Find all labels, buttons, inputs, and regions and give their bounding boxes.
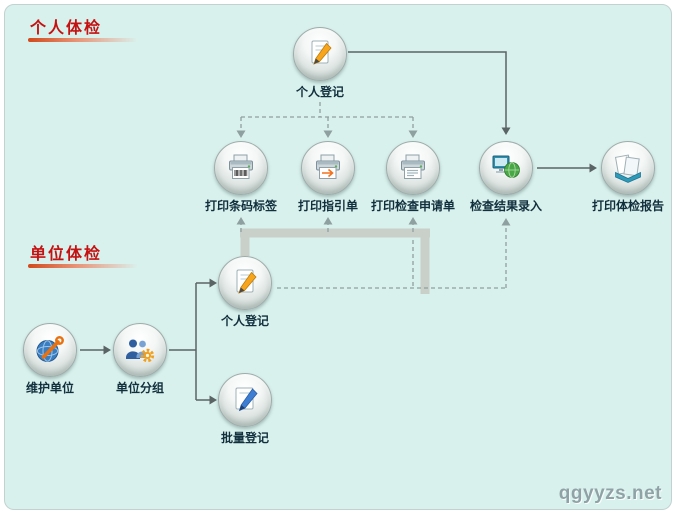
node-print-report: 打印体检报告	[573, 141, 676, 213]
printer-request-icon	[401, 154, 425, 179]
title-underline-unit	[28, 264, 138, 268]
batch-registration-button[interactable]	[218, 373, 272, 427]
pencil-paper-icon	[236, 269, 257, 294]
print-barcode-button[interactable]	[214, 141, 268, 195]
node-label: 打印检查申请单	[370, 199, 455, 213]
section-title-unit: 单位体检	[30, 246, 103, 263]
computer-globe-icon	[492, 155, 520, 178]
globe-wrench-icon	[36, 336, 64, 362]
watermark-text: qgyyzs.net	[558, 483, 662, 504]
node-label: 批量登记	[220, 431, 269, 445]
node-print-guide: 打印指引单	[273, 141, 383, 213]
node-batch-registration: 批量登记	[190, 373, 300, 445]
print-report-button[interactable]	[601, 141, 655, 195]
node-label: 打印条码标签	[204, 199, 277, 213]
printer-barcode-icon	[229, 154, 253, 179]
maintain-unit-button[interactable]	[23, 323, 77, 377]
pencil-paper-icon	[311, 40, 332, 65]
node-personal-registration-bottom: 个人登记	[190, 256, 300, 328]
title-underline-personal	[28, 38, 138, 42]
section-title-personal: 个人体检	[30, 20, 103, 37]
print-guide-button[interactable]	[301, 141, 355, 195]
unit-group-button[interactable]	[113, 323, 167, 377]
node-print-request: 打印检查申请单	[358, 141, 468, 213]
node-label: 打印指引单	[297, 199, 358, 213]
print-request-button[interactable]	[386, 141, 440, 195]
node-label: 维护单位	[25, 381, 74, 395]
node-label: 打印体检报告	[591, 199, 664, 213]
printer-guide-icon	[316, 154, 340, 179]
personal-registration-button[interactable]	[293, 27, 347, 81]
people-gear-icon	[126, 339, 155, 363]
node-print-barcode: 打印条码标签	[186, 141, 296, 213]
report-sheets-icon	[614, 154, 641, 183]
blue-pen-paper-icon	[235, 387, 258, 412]
node-label: 个人登记	[220, 314, 269, 328]
diagram-canvas	[4, 4, 672, 510]
node-personal-registration-top: 个人登记	[265, 27, 375, 99]
node-maintain-unit: 维护单位	[0, 323, 105, 395]
node-label: 个人登记	[295, 85, 344, 99]
result-entry-button[interactable]	[479, 141, 533, 195]
node-label: 检查结果录入	[469, 199, 542, 213]
personal-registration-button[interactable]	[218, 256, 272, 310]
node-result-entry: 检查结果录入	[451, 141, 561, 213]
node-label: 单位分组	[115, 381, 164, 395]
node-unit-group: 单位分组	[85, 323, 195, 395]
